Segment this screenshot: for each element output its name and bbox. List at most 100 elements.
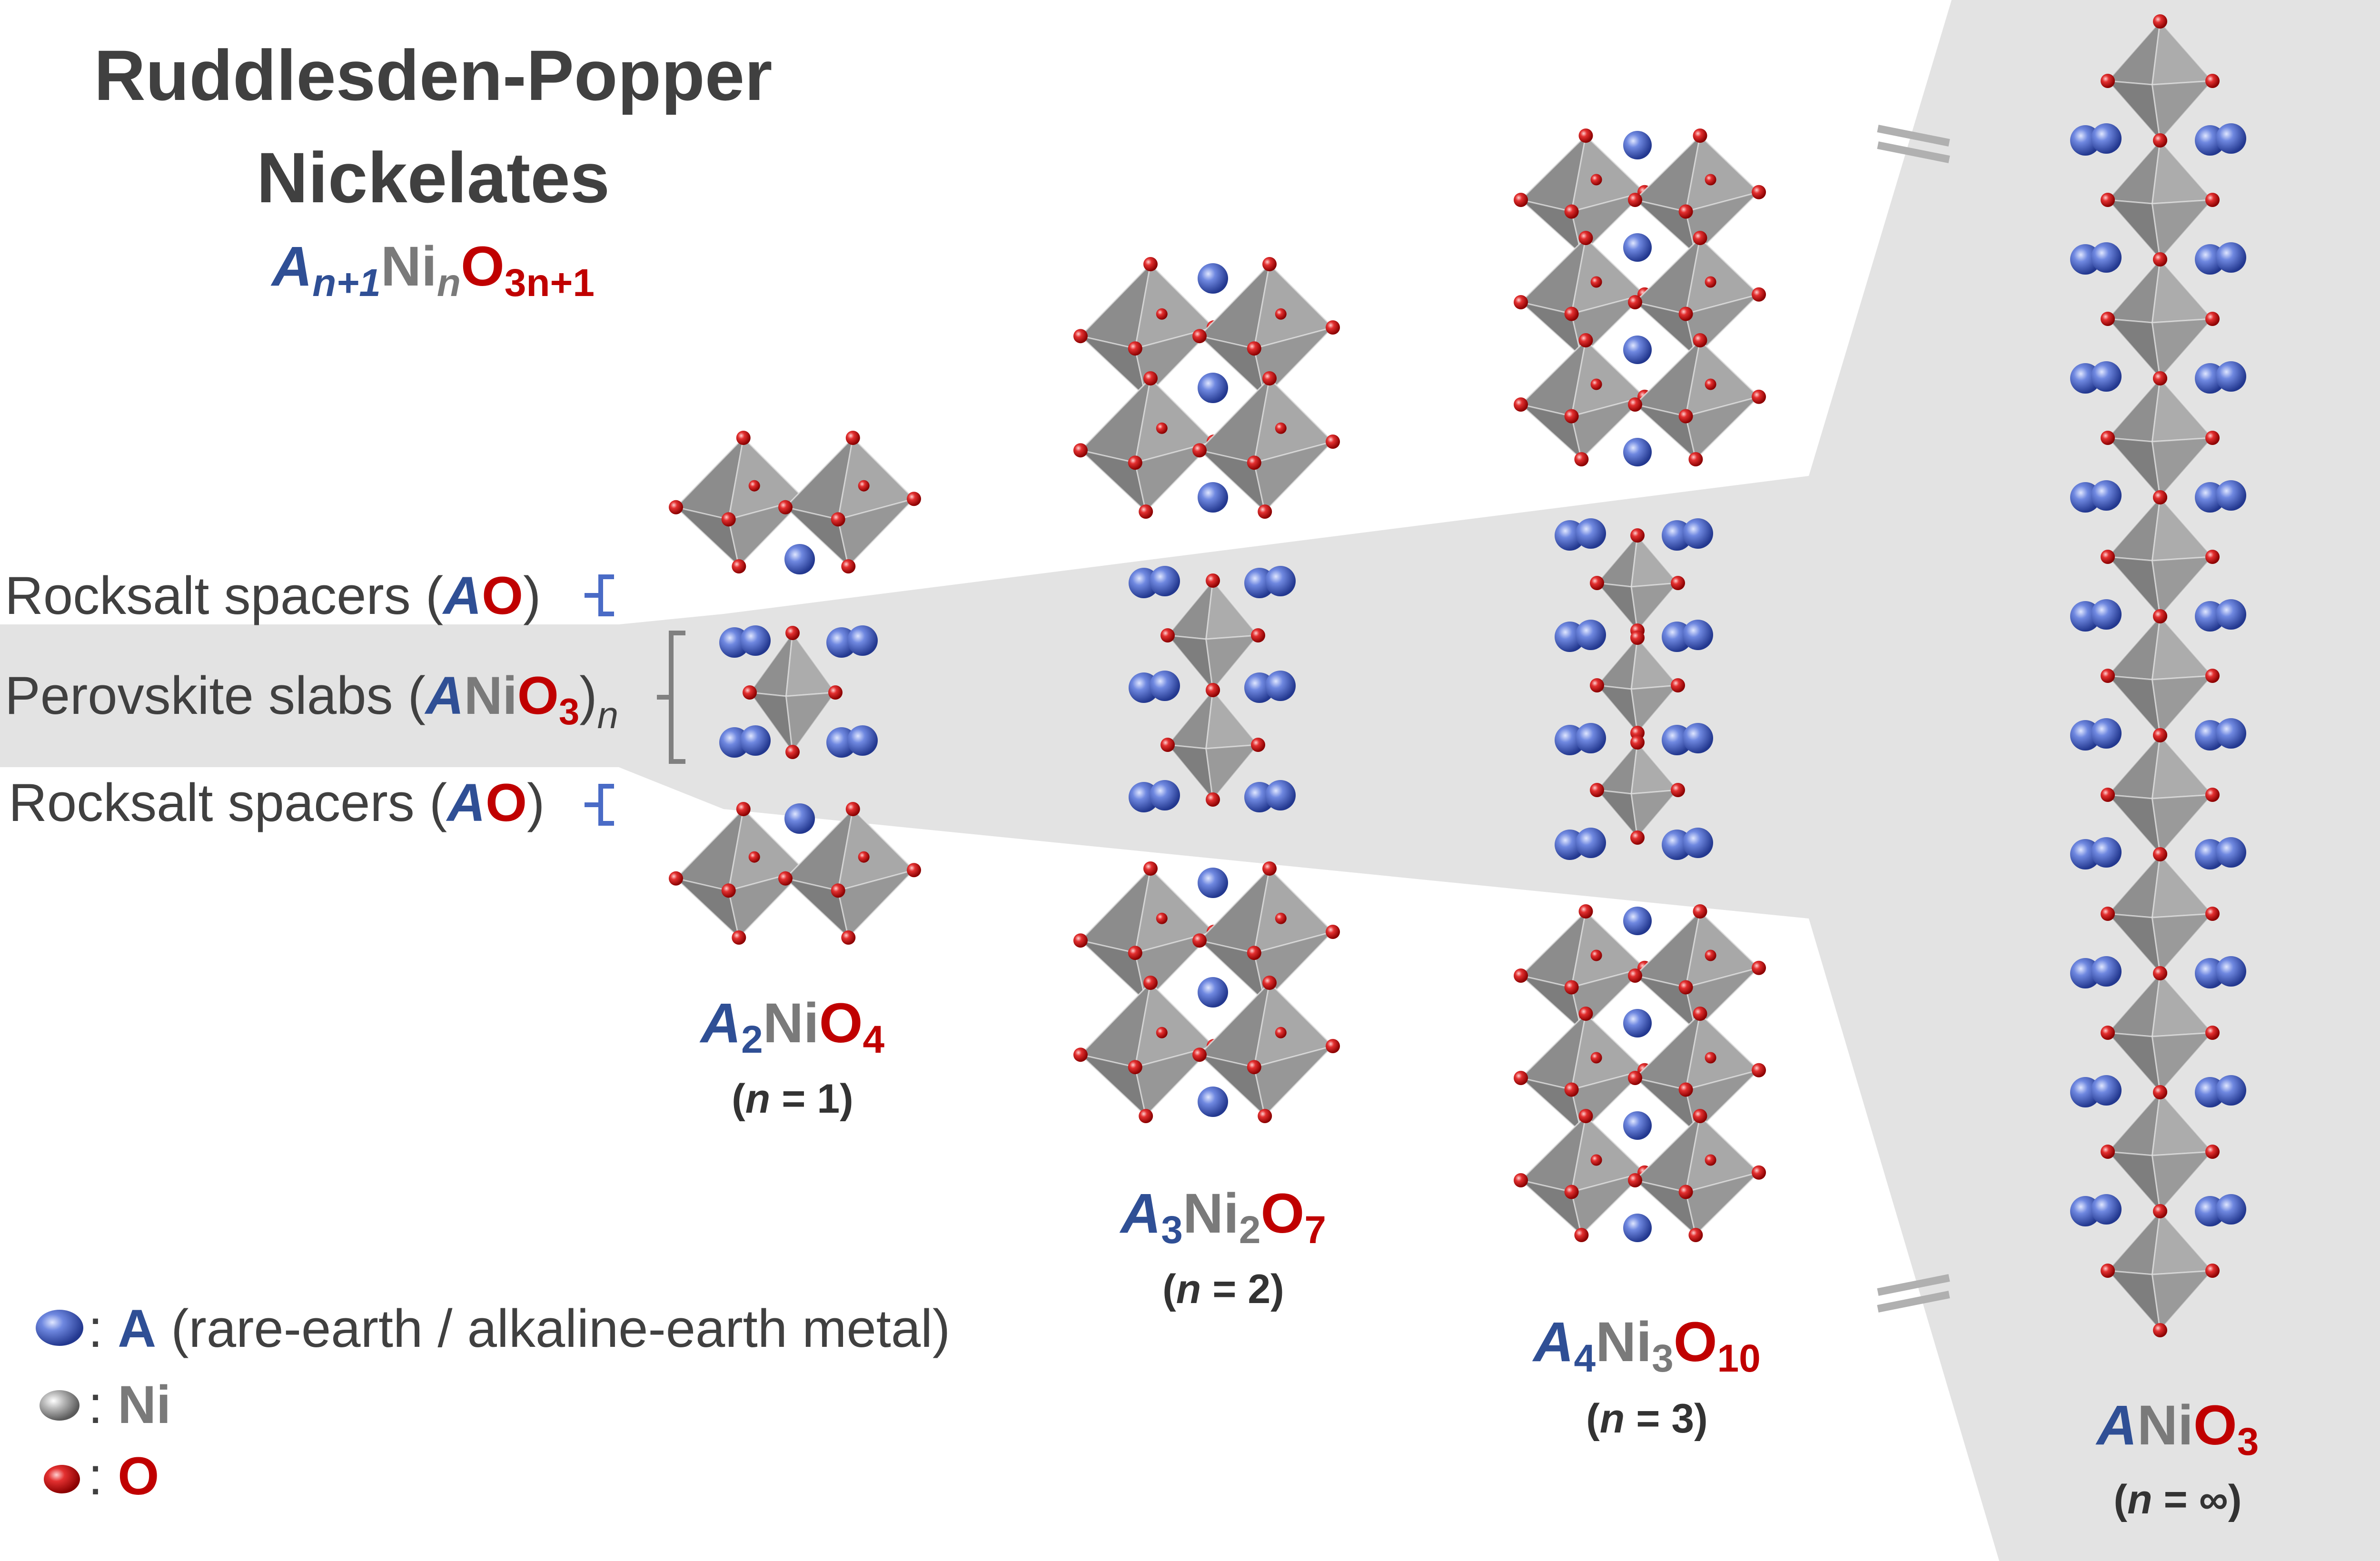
nio6-octahedron bbox=[1514, 1007, 1652, 1140]
o-atom bbox=[1693, 1007, 1707, 1021]
a-atom bbox=[1198, 263, 1228, 294]
o-atom bbox=[1206, 683, 1220, 697]
o-atom bbox=[1752, 960, 1766, 975]
label-perovskite: Perovskite slabs (ANiO3)n bbox=[5, 666, 618, 736]
shade-right-panel bbox=[1809, 0, 2380, 1561]
o-atom bbox=[1262, 861, 1277, 876]
nio6-octahedron bbox=[669, 431, 812, 573]
nio6-octahedron bbox=[1160, 683, 1265, 807]
o-atom bbox=[732, 930, 746, 945]
o-atom bbox=[1192, 443, 1207, 458]
a-atom bbox=[2216, 956, 2246, 987]
o-atom bbox=[1326, 320, 1340, 335]
nio6-octahedron bbox=[1590, 631, 1685, 740]
o-atom bbox=[1752, 389, 1766, 404]
a-atom bbox=[1623, 336, 1652, 364]
a-atom bbox=[2091, 599, 2122, 630]
o-atom bbox=[1590, 576, 1604, 590]
o-atom bbox=[2205, 1145, 2220, 1159]
nio6-octahedron bbox=[1590, 735, 1685, 845]
o-atom bbox=[1073, 1047, 1088, 1062]
o-atom bbox=[732, 559, 746, 573]
o-atom bbox=[1514, 295, 1528, 309]
o-atom bbox=[2205, 431, 2220, 445]
svg-text:: Ni: : Ni bbox=[88, 1375, 171, 1434]
o-atom bbox=[1251, 628, 1265, 642]
o-atom bbox=[1128, 341, 1142, 356]
o-atom bbox=[2101, 74, 2115, 88]
o-atom bbox=[1628, 295, 1642, 309]
o-atom bbox=[1206, 573, 1220, 588]
o-atom bbox=[1139, 504, 1153, 519]
a-atom bbox=[1683, 620, 1713, 650]
a-atom bbox=[2091, 242, 2122, 273]
o-atom bbox=[1258, 504, 1272, 519]
o-atom bbox=[2153, 1323, 2167, 1337]
a-atom bbox=[2091, 718, 2122, 749]
o-atom bbox=[2101, 669, 2115, 683]
o-atom bbox=[1578, 1109, 1593, 1123]
o-atom bbox=[2205, 1026, 2220, 1040]
nio6-octahedron bbox=[1192, 371, 1340, 519]
o-atom bbox=[2205, 669, 2220, 683]
o-atom bbox=[841, 559, 856, 573]
o-atom bbox=[1160, 628, 1175, 642]
a-atom bbox=[1623, 131, 1652, 159]
nio6-octahedron bbox=[2101, 14, 2220, 148]
o-atom bbox=[2205, 193, 2220, 207]
general-formula: An+1NinO3n+1 bbox=[270, 235, 595, 305]
o-atom bbox=[1705, 378, 1716, 390]
o-atom bbox=[1693, 231, 1707, 245]
o-atom bbox=[2153, 847, 2167, 861]
a-atom bbox=[2216, 1075, 2246, 1106]
o-atom bbox=[1275, 912, 1287, 924]
break-mark-top bbox=[1877, 125, 1950, 163]
a-atom bbox=[2216, 1194, 2246, 1225]
a-atom bbox=[1576, 723, 1606, 753]
o-atom bbox=[1326, 1039, 1340, 1053]
o-atom bbox=[907, 492, 921, 506]
nio6-octahedron bbox=[1628, 333, 1766, 466]
o-atom bbox=[1578, 128, 1593, 143]
o-atom bbox=[785, 745, 800, 759]
a-atom bbox=[1623, 1009, 1652, 1037]
o-atom bbox=[1628, 193, 1642, 207]
o-atom bbox=[1590, 949, 1602, 961]
a-atom bbox=[2216, 599, 2246, 630]
o-atom bbox=[1262, 371, 1277, 385]
o-atom bbox=[1688, 452, 1703, 466]
o-atom bbox=[1143, 371, 1158, 385]
o-atom bbox=[1326, 435, 1340, 449]
o-atom bbox=[2205, 788, 2220, 802]
nio6-octahedron bbox=[1628, 128, 1766, 262]
a-atom bbox=[784, 544, 815, 574]
o-atom bbox=[1564, 1082, 1579, 1097]
o-atom bbox=[1258, 1109, 1272, 1123]
o-atom bbox=[1514, 193, 1528, 207]
o-atom bbox=[1247, 1060, 1261, 1075]
o-atom bbox=[841, 930, 856, 945]
a-atom bbox=[2216, 361, 2246, 392]
o-atom bbox=[1262, 257, 1277, 271]
legend: : A (rare-earth / alkaline-earth metal) … bbox=[36, 1299, 950, 1506]
nio6-octahedron bbox=[669, 802, 812, 945]
o-atom bbox=[1564, 409, 1579, 424]
a-atom bbox=[2091, 956, 2122, 987]
o-atom bbox=[1705, 1154, 1716, 1166]
a-atom bbox=[1265, 780, 1296, 810]
a-atom bbox=[1576, 518, 1606, 549]
o-atom bbox=[831, 883, 845, 898]
n-label-n1: (n = 1) bbox=[732, 1076, 853, 1122]
o-atom bbox=[1693, 128, 1707, 143]
nio6-octahedron bbox=[2101, 133, 2220, 267]
o-atom bbox=[1590, 678, 1604, 692]
nio6-octahedron bbox=[1628, 1007, 1766, 1140]
a-atom bbox=[1576, 828, 1606, 858]
o-atom bbox=[1326, 925, 1340, 939]
break-mark-bottom bbox=[1877, 1274, 1950, 1313]
o-atom bbox=[1247, 341, 1261, 356]
o-atom bbox=[1705, 174, 1716, 186]
nio6-octahedron bbox=[1514, 1109, 1652, 1242]
nio6-octahedron bbox=[2101, 1204, 2220, 1337]
